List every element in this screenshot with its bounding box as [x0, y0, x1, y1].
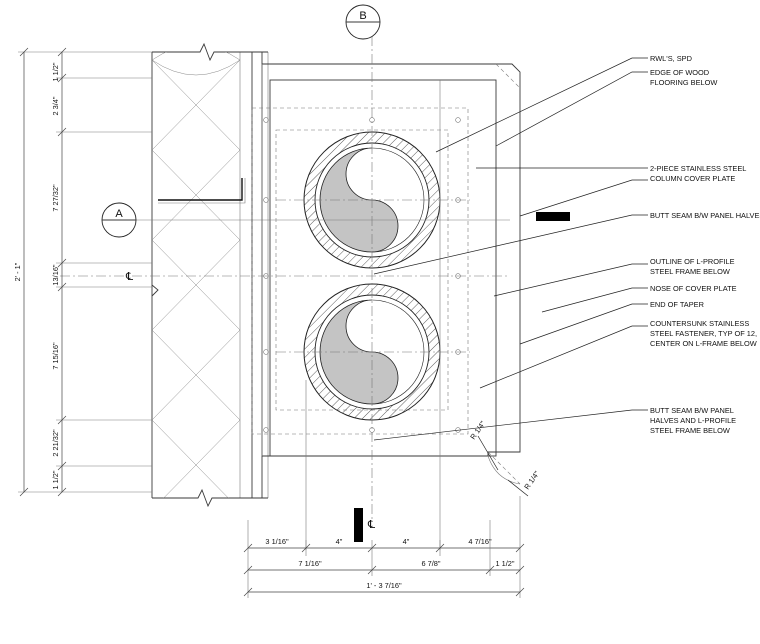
section-cut-bar-right	[536, 212, 570, 221]
section-cut-bar-bottom	[354, 508, 363, 542]
dim-h1-4: 4 7/16"	[468, 537, 492, 546]
callout-nose: NOSE OF COVER PLATE	[650, 284, 737, 293]
center-lines	[60, 36, 510, 550]
dim-v-4: 13/16"	[51, 264, 60, 285]
centerline-symbol-bottom: ℄	[367, 519, 375, 531]
dim-v-2: 2 3/4"	[51, 96, 60, 115]
callout-labels: RWL'S, SPD EDGE OF WOOD FLOORING BELOW 2…	[468, 54, 760, 491]
dim-v-5: 7 15/16"	[51, 342, 60, 370]
cover-plate	[251, 63, 521, 485]
section-marker-a-label: A	[115, 208, 123, 220]
dim-h1-1: 3 1/16"	[265, 537, 289, 546]
callout-radius-2: R 1/4"	[522, 469, 541, 491]
callout-butt-seam: BUTT SEAM B/W PANEL HALVES	[650, 211, 760, 220]
dim-v-3: 7 27/32"	[51, 184, 60, 212]
dim-h2-1: 7 1/16"	[298, 559, 322, 568]
callout-fastener-2: STEEL FASTENER, TYP OF 12,	[650, 329, 757, 338]
section-marker-b-label: B	[359, 10, 366, 22]
callout-radius-1: R 1/4"	[468, 419, 487, 441]
dim-v-1: 1 1/2"	[51, 62, 60, 81]
dim-h2-2: 6 7/8"	[421, 559, 440, 568]
callout-taper: END OF TAPER	[650, 300, 704, 309]
column-pipe-lower	[303, 283, 441, 421]
callout-cover-plate-2: COLUMN COVER PLATE	[650, 174, 735, 183]
dim-h-total: 1' - 3 7/16"	[366, 581, 402, 590]
horizontal-dimensions	[243, 496, 525, 598]
dim-h1-3: 4"	[403, 537, 410, 546]
callout-fastener-3: CENTER ON L-FRAME BELOW	[650, 339, 757, 348]
dim-v-total: 2' - 1"	[13, 262, 22, 281]
callout-fastener-1: COUNTERSUNK STAINLESS	[650, 319, 749, 328]
callout-outline-1: OUTLINE OF L-PROFILE	[650, 257, 735, 266]
callout-edge-wood-2: FLOORING BELOW	[650, 78, 717, 87]
callout-rwls: RWL'S, SPD	[650, 54, 692, 63]
section-marker-a[interactable]: A	[101, 202, 137, 238]
callout-butt-seam2-3: STEEL FRAME BELOW	[650, 426, 730, 435]
centerline-symbol-left: ℄	[125, 271, 133, 283]
section-marker-b[interactable]: B	[345, 4, 381, 40]
dim-h2-3: 1 1/2"	[495, 559, 514, 568]
callout-butt-seam2-2: HALVES AND L-PROFILE	[650, 416, 736, 425]
vertical-dimensions	[18, 47, 152, 497]
callout-edge-wood-1: EDGE OF WOOD	[650, 68, 709, 77]
callout-cover-plate-1: 2-PIECE STAINLESS STEEL	[650, 164, 746, 173]
callout-butt-seam2-1: BUTT SEAM B/W PANEL	[650, 406, 734, 415]
insulation-batt	[152, 52, 241, 498]
wall-assembly	[151, 42, 269, 508]
dim-h1-2: 4"	[336, 537, 343, 546]
dim-v-6: 2 21/32"	[51, 429, 60, 457]
dim-v-7: 1 1/2"	[51, 470, 60, 489]
callout-outline-2: STEEL FRAME BELOW	[650, 267, 730, 276]
callout-leaders	[373, 57, 648, 497]
